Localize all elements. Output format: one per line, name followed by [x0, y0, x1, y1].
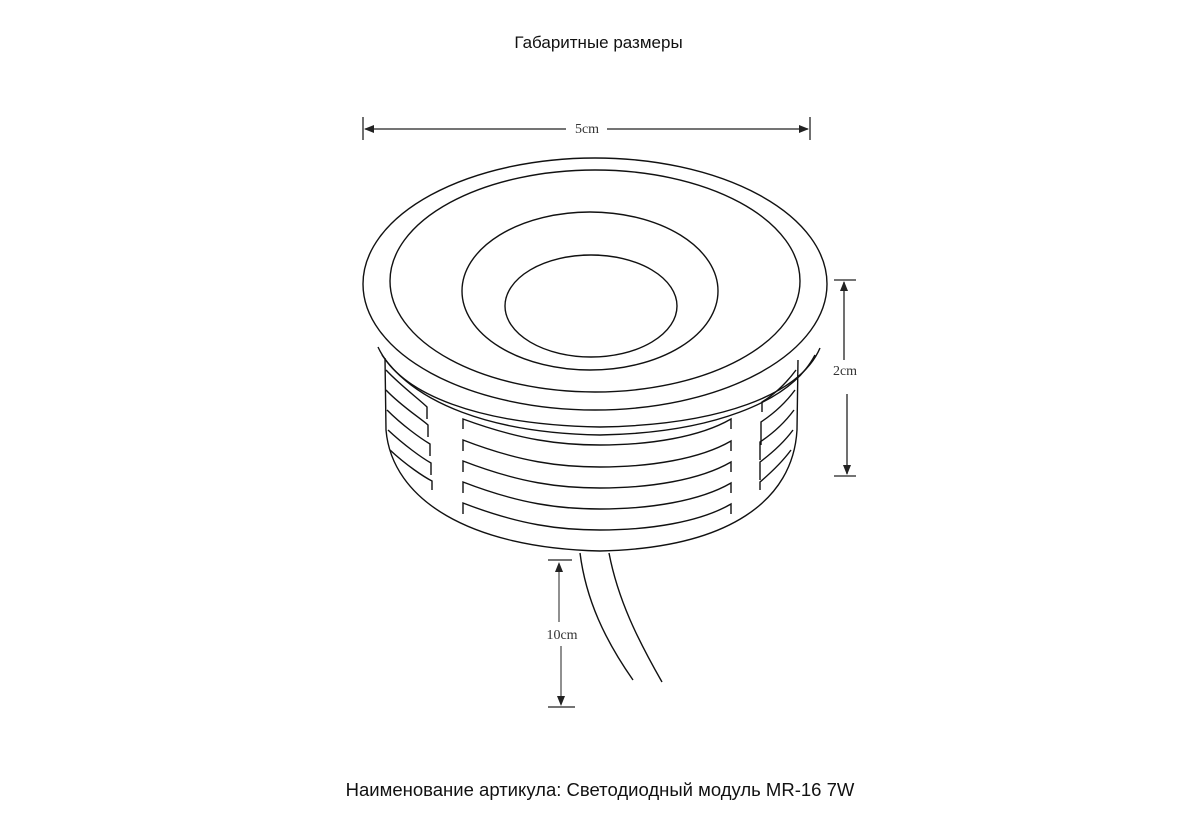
module-illustration [362, 157, 828, 683]
cable-length-label: 10cm [546, 628, 577, 643]
lens [504, 254, 678, 358]
cable-dimension: 10cm [546, 559, 578, 708]
height-label: 2cm [833, 364, 857, 379]
outer-rim [362, 157, 828, 411]
body-outline [384, 357, 799, 552]
width-label: 5cm [575, 122, 599, 137]
inner-rim [389, 169, 801, 393]
cable [579, 552, 634, 681]
right-fins [759, 369, 797, 490]
page-title: Габаритные размеры [514, 33, 683, 52]
height-dimension: 2cm [833, 279, 857, 477]
width-dimension: 5cm [362, 117, 811, 140]
reflector-ring [461, 211, 719, 371]
article-caption: Наименование артикула: Светодиодный моду… [345, 779, 855, 800]
center-fins [462, 417, 732, 531]
left-fins [385, 369, 433, 490]
